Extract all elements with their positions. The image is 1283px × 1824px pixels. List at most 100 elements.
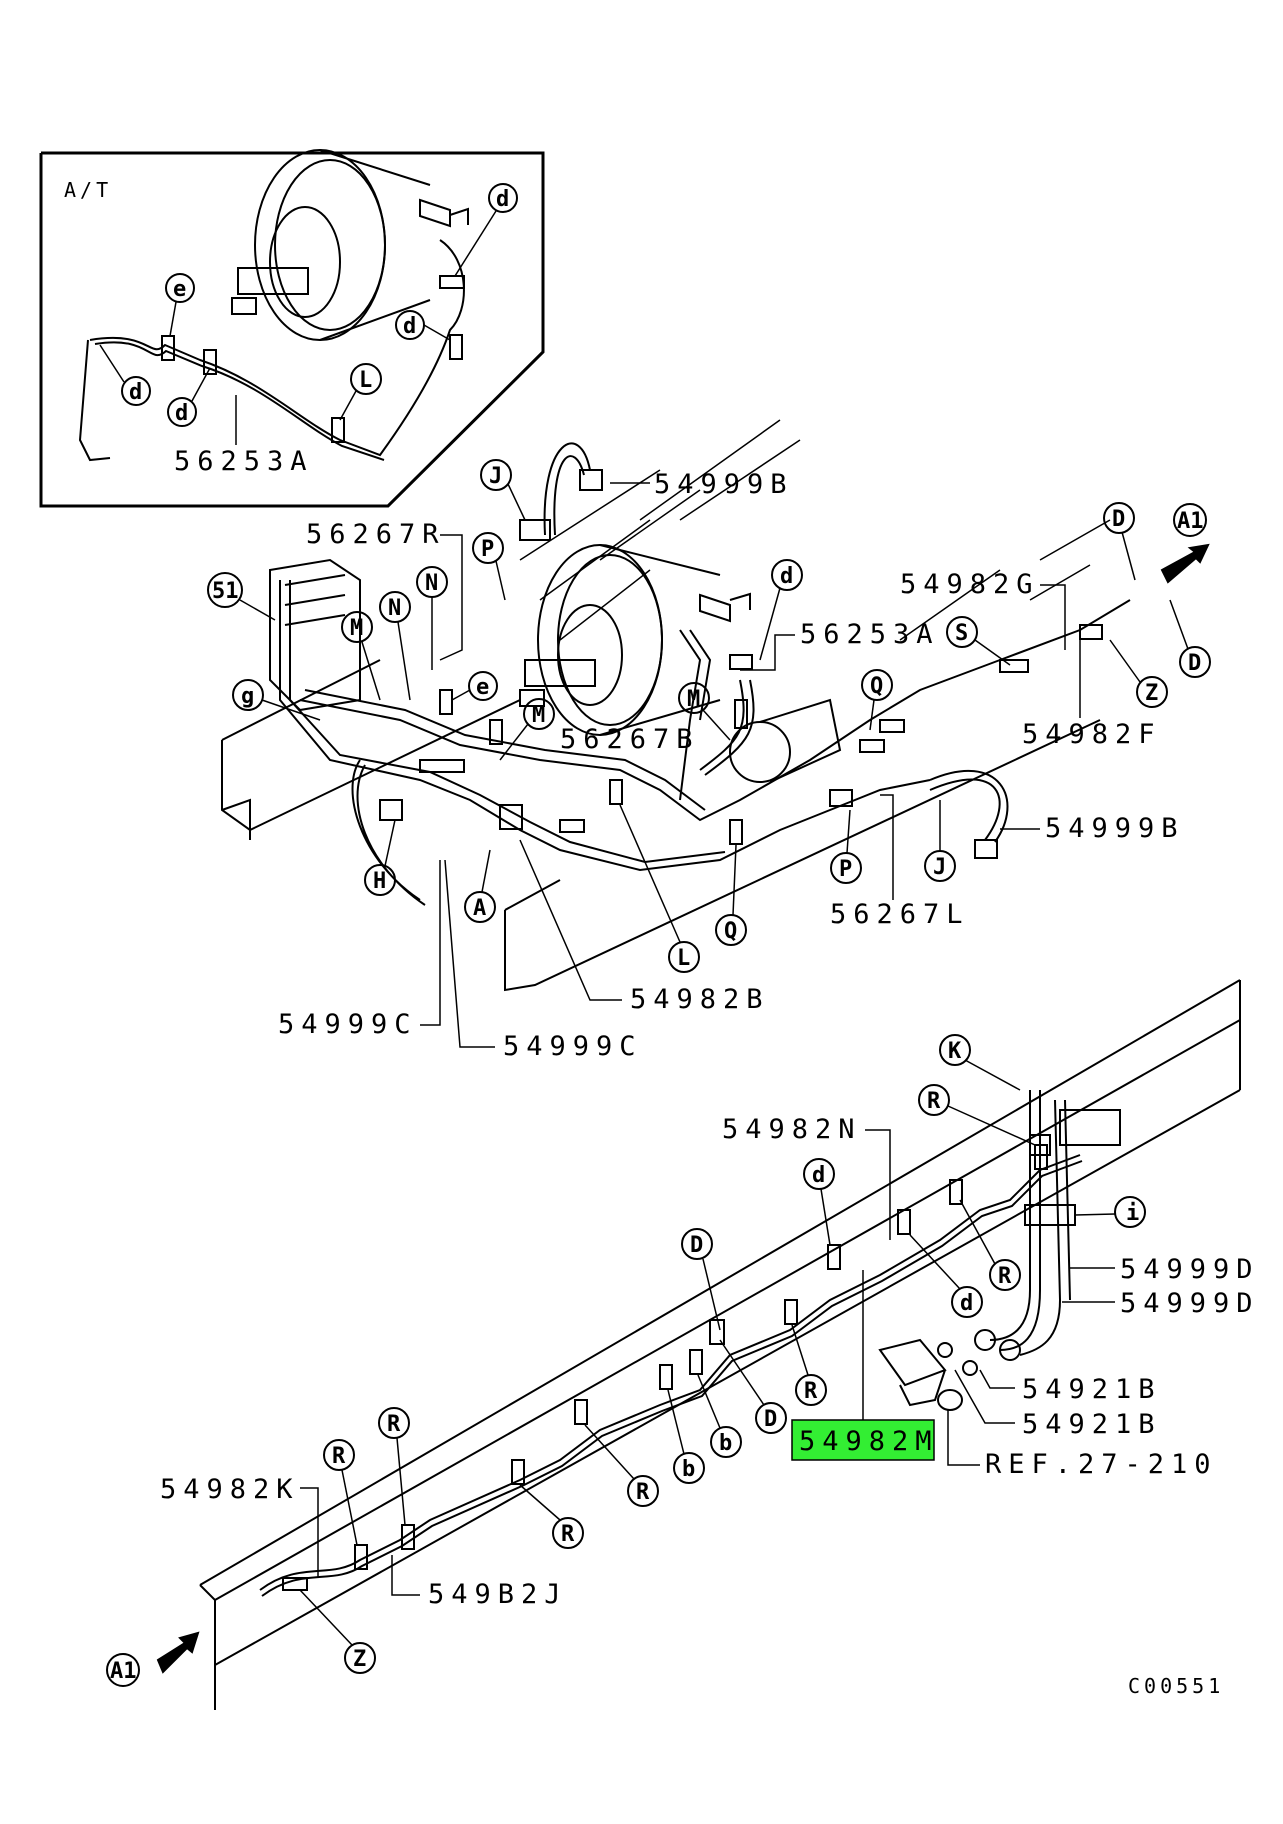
label-54982N: 54982N bbox=[722, 1114, 862, 1145]
svg-text:R: R bbox=[332, 1444, 346, 1469]
svg-text:A1: A1 bbox=[110, 1659, 137, 1684]
callout-J-right: J bbox=[924, 800, 956, 882]
label-54982B: 54982B bbox=[630, 984, 770, 1015]
callout-N-2: N bbox=[379, 591, 411, 701]
label-54982M[interactable]: 54982M bbox=[799, 1426, 939, 1457]
inset-label: A/T bbox=[64, 178, 112, 202]
svg-text:J: J bbox=[489, 464, 502, 489]
callout-inset-L: L bbox=[359, 368, 372, 393]
inset-panel: A/T e d d d d L 56253A bbox=[39, 149, 545, 508]
callout-R-5: R bbox=[519, 1484, 584, 1549]
callout-D-lower-2: D bbox=[719, 1339, 787, 1434]
svg-text:A: A bbox=[473, 896, 486, 921]
svg-text:J: J bbox=[933, 855, 946, 880]
figure-code: C00551 bbox=[1128, 1674, 1224, 1698]
callout-inset-d4: d bbox=[496, 187, 509, 212]
svg-text:i: i bbox=[1126, 1201, 1139, 1226]
callout-R-6: R bbox=[378, 1407, 410, 1526]
svg-text:Z: Z bbox=[1145, 681, 1158, 706]
svg-text:R: R bbox=[927, 1089, 941, 1114]
callout-A: A bbox=[464, 849, 496, 923]
callout-H: H bbox=[364, 819, 396, 896]
svg-text:D: D bbox=[1112, 507, 1125, 532]
svg-text:Z: Z bbox=[353, 1647, 366, 1672]
svg-text:e: e bbox=[476, 675, 489, 700]
svg-text:R: R bbox=[387, 1412, 401, 1437]
svg-text:D: D bbox=[1188, 651, 1201, 676]
svg-text:b: b bbox=[682, 1457, 695, 1482]
svg-text:d: d bbox=[812, 1163, 825, 1188]
callout-Z-lower: Z bbox=[299, 1589, 376, 1674]
callout-Q-2: Q bbox=[715, 844, 747, 946]
label-56267R: 56267R bbox=[306, 519, 446, 550]
callout-J-top: J bbox=[480, 459, 526, 521]
callout-b-2: b bbox=[667, 1389, 705, 1484]
callout-inset-d3: d bbox=[403, 314, 416, 339]
callout-P: P bbox=[830, 809, 862, 884]
callout-e-upper: e bbox=[451, 671, 498, 701]
callout-b-1: b bbox=[697, 1374, 742, 1458]
label-54999D-2: 54999D bbox=[1120, 1288, 1260, 1319]
label-56253A: 56253A bbox=[800, 619, 940, 650]
svg-text:D: D bbox=[764, 1407, 777, 1432]
callout-D-1: D bbox=[1103, 502, 1136, 581]
callout-K: K bbox=[939, 1034, 1021, 1091]
callout-R-4: R bbox=[584, 1424, 659, 1507]
callout-d-lower-2: d bbox=[909, 1234, 983, 1318]
svg-text:P: P bbox=[481, 537, 494, 562]
svg-text:d: d bbox=[780, 564, 793, 589]
label-56267L: 56267L bbox=[830, 899, 970, 930]
callout-Q-1: Q bbox=[861, 669, 893, 731]
callout-inset-e: e bbox=[173, 277, 186, 302]
svg-text:N: N bbox=[388, 596, 401, 621]
label-ref-27-210: REF.27-210 bbox=[985, 1449, 1218, 1480]
callout-R-3: R bbox=[791, 1324, 827, 1406]
callout-M-2: M bbox=[499, 698, 555, 761]
callout-A1-upper: A1 bbox=[1173, 503, 1207, 537]
callout-51: 51 bbox=[207, 572, 276, 621]
callout-inset-d2: d bbox=[175, 401, 188, 426]
svg-text:D: D bbox=[690, 1233, 703, 1258]
svg-text:P: P bbox=[839, 857, 852, 882]
callout-M-1: M bbox=[341, 611, 381, 701]
svg-text:A1: A1 bbox=[1177, 509, 1204, 534]
svg-text:S: S bbox=[955, 621, 968, 646]
label-54999B-top: 54999B bbox=[654, 469, 794, 500]
callout-M-3: M bbox=[678, 682, 731, 741]
label-54982J: 549B2J bbox=[428, 1579, 568, 1610]
svg-text:R: R bbox=[804, 1379, 818, 1404]
svg-text:g: g bbox=[241, 684, 254, 709]
highlighted-part-54982M[interactable]: 54982M bbox=[791, 1419, 939, 1461]
callout-S: S bbox=[946, 616, 1011, 666]
callout-D-lower-1: D bbox=[681, 1228, 721, 1331]
callout-R-1: R bbox=[918, 1084, 1036, 1146]
label-54921B-2: 54921B bbox=[1022, 1409, 1162, 1440]
label-54999B-right: 54999B bbox=[1045, 813, 1185, 844]
svg-text:R: R bbox=[561, 1522, 575, 1547]
svg-text:N: N bbox=[425, 571, 438, 596]
callout-i: i bbox=[1074, 1196, 1146, 1228]
svg-text:M: M bbox=[687, 687, 700, 712]
callout-d-upper: d bbox=[759, 559, 803, 661]
svg-text:M: M bbox=[350, 616, 363, 641]
label-54921B-1: 54921B bbox=[1022, 1374, 1162, 1405]
callout-L: L bbox=[619, 804, 700, 973]
callout-N-1: N bbox=[416, 566, 448, 670]
label-54999C-1: 54999C bbox=[278, 1009, 418, 1040]
svg-text:M: M bbox=[532, 703, 545, 728]
svg-text:L: L bbox=[677, 946, 690, 971]
label-54982F: 54982F bbox=[1022, 719, 1162, 750]
svg-text:H: H bbox=[373, 869, 386, 894]
label-54999D-1: 54999D bbox=[1120, 1254, 1260, 1285]
callout-R-7: R bbox=[323, 1439, 358, 1546]
svg-text:R: R bbox=[998, 1264, 1012, 1289]
callout-g: g bbox=[232, 679, 321, 721]
svg-text:b: b bbox=[719, 1431, 732, 1456]
svg-text:d: d bbox=[960, 1291, 973, 1316]
svg-text:R: R bbox=[636, 1480, 650, 1505]
callout-inset-d1: d bbox=[129, 380, 142, 405]
label-54982G: 54982G bbox=[900, 569, 1040, 600]
svg-text:Q: Q bbox=[870, 674, 883, 699]
